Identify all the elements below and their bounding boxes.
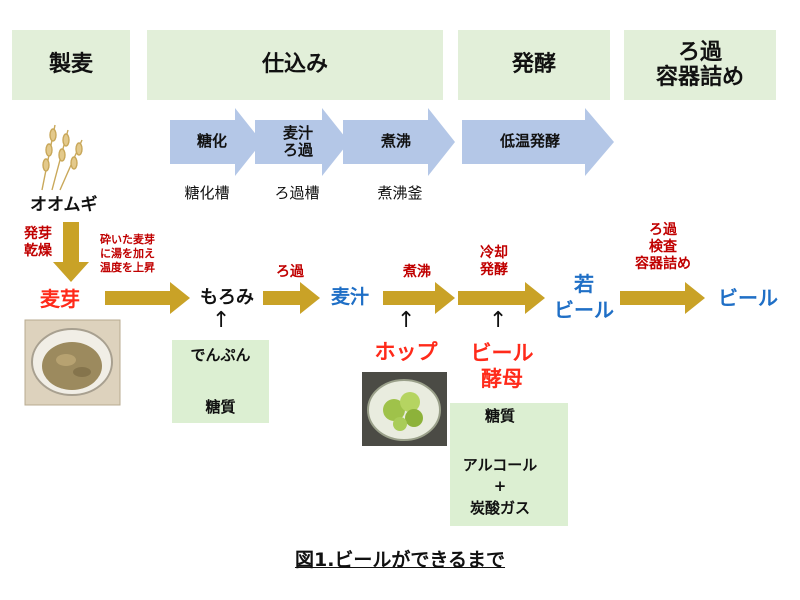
sugar-label: 糖質	[205, 398, 236, 416]
process-label-wort-filtration: 麦汁 ろ過	[282, 123, 313, 159]
flow-arrow-to-mash	[105, 282, 190, 314]
process-label-low-temp-fermentation: 低温発酵	[499, 132, 560, 151]
yeast-box-alcohol: アルコール	[462, 456, 538, 474]
up-arrow-starch: ↑	[212, 308, 231, 333]
beer-label: ビール	[718, 286, 778, 310]
process-label-boiling: 煮沸	[380, 132, 411, 151]
process-arrow-wort-filtration	[255, 108, 349, 176]
crush-step-label: 砕いた麦芽 に湯を加え 温度を上昇	[100, 233, 155, 274]
germinate-dry-label: 発芽 乾燥	[24, 226, 52, 259]
barley-icon	[41, 124, 83, 191]
phase-filtering-packaging: ろ過 容器詰め	[624, 30, 776, 100]
vessel-saccharification-tank: 糖化槽	[184, 184, 230, 202]
flow-arrow-germinate	[53, 222, 89, 282]
hops-label: ホップ	[374, 340, 438, 364]
malt-photo	[24, 319, 121, 406]
final-step-label: ろ過 検査 容器詰め	[635, 222, 691, 272]
vessel-boiling-kettle: 煮沸釜	[377, 184, 423, 202]
barley-label: オオムギ	[30, 195, 98, 215]
starch-label: でんぷん	[190, 346, 251, 364]
flow-arrow-cool-ferment	[458, 282, 545, 314]
mash-label: もろみ	[200, 287, 254, 308]
process-arrow-saccharification	[170, 108, 262, 176]
wort-label: 麦汁	[330, 286, 369, 308]
flow-arrow-final	[620, 282, 705, 314]
figure-caption: 図1.ビールができるまで	[294, 549, 506, 571]
yeast-box-plus: +	[493, 477, 507, 495]
phase-fermentation: 発酵	[458, 30, 610, 100]
malt-label: 麦芽	[40, 287, 80, 311]
hops-photo	[362, 372, 447, 446]
flow-arrow-filter	[263, 282, 320, 314]
starch-sugar-box	[172, 340, 269, 423]
phase-brewing: 仕込み	[147, 30, 443, 100]
cool-ferment-step-label: 冷却 発酵	[480, 245, 508, 278]
filter-step-label: ろ過	[276, 264, 304, 280]
young-beer-label: 若 ビール	[554, 272, 614, 322]
yeast-box-sugar: 糖質	[484, 407, 515, 425]
vessel-filtration-tank: ろ過槽	[274, 184, 320, 202]
up-arrow-yeast: ↑	[489, 308, 508, 333]
process-arrow-low-temp-fermentation	[462, 108, 614, 176]
yeast-reaction-box	[450, 403, 568, 526]
up-arrow-hops: ↑	[397, 308, 416, 333]
yeast-box-co2: 炭酸ガス	[469, 499, 530, 517]
process-label-saccharification: 糖化	[196, 132, 227, 151]
phase-malting: 製麦	[12, 30, 130, 100]
yeast-label: ビール 酵母	[470, 341, 534, 392]
flow-arrow-boil	[383, 282, 455, 314]
process-arrow-boiling	[343, 108, 455, 176]
boil-step-label: 煮沸	[403, 264, 431, 280]
